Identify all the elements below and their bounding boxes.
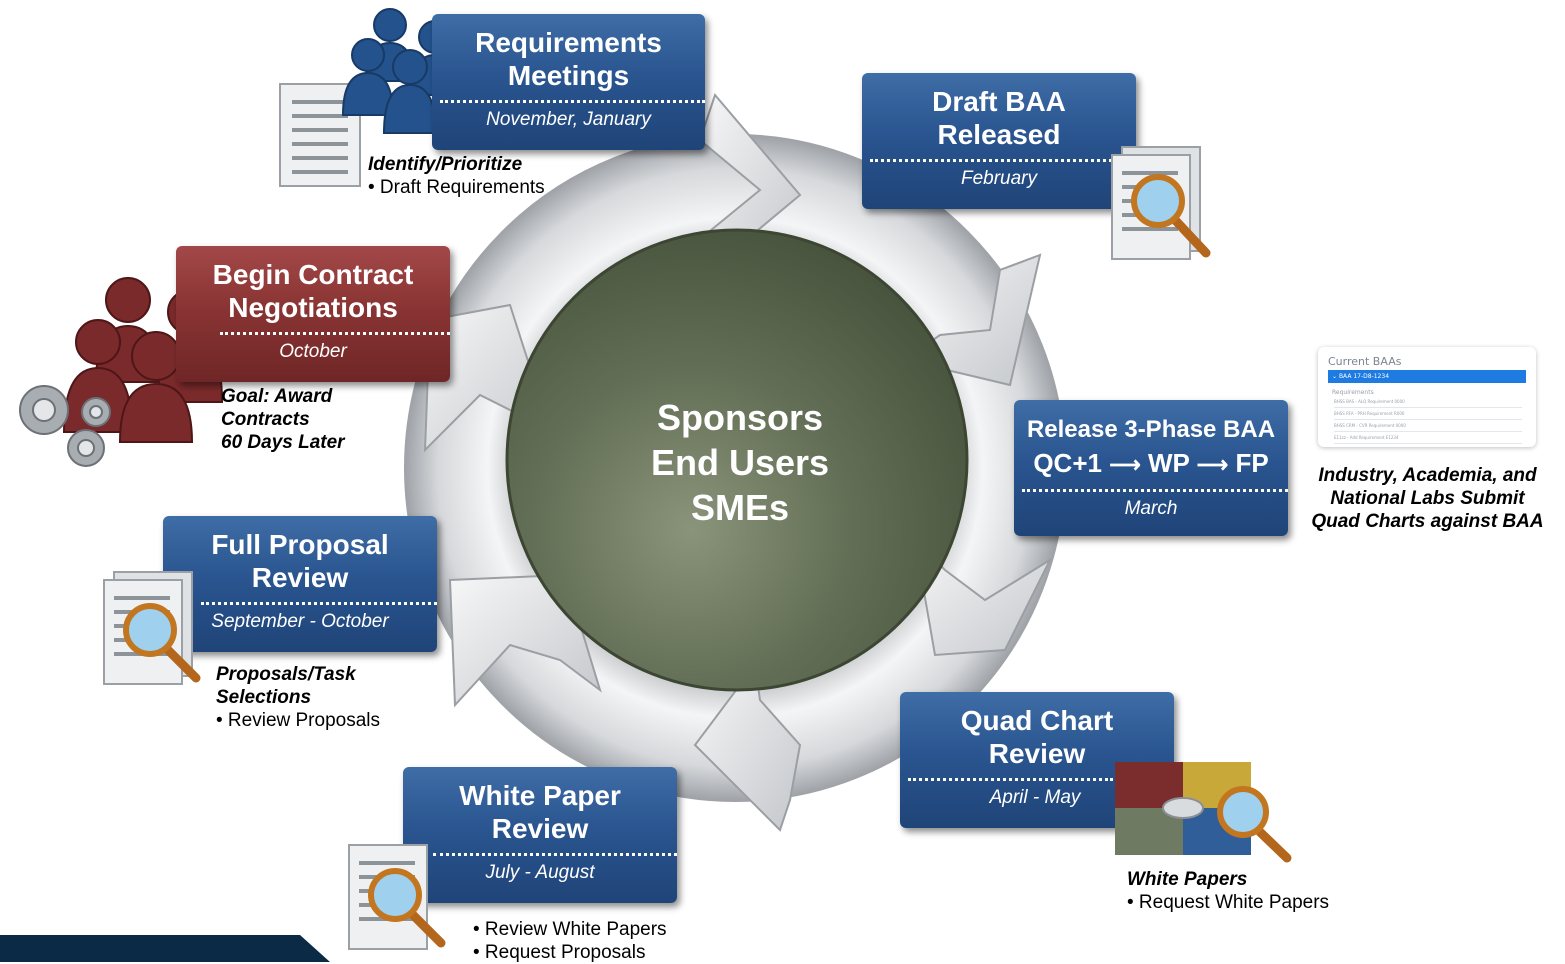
thumbnail-section: Requirements [1332, 389, 1374, 396]
release-title: Release 3-Phase BAA [1026, 416, 1276, 443]
goal-line-2: Contracts [221, 409, 310, 430]
quad-date: April - May [989, 787, 1081, 808]
step-begin-contract-negotiations: Begin Contract Negotiations October [176, 246, 450, 382]
arrow-right-icon: ⟶ [1109, 452, 1141, 477]
center-line-3: SMEs [690, 487, 790, 528]
draft-title-1: Draft BAA [932, 86, 1066, 117]
contract-date: October [279, 341, 347, 362]
thumbnail-row: E11zz - Add Requirement E1234 [1334, 435, 1522, 444]
white-title-2: Review [491, 813, 589, 844]
dotted-divider [908, 778, 1113, 781]
arrow-head-4 [693, 662, 802, 832]
release-phases: QC+1 ⟶ WP ⟶ FP [1014, 444, 1288, 479]
industry-line-2: National Labs Submit [1330, 488, 1525, 509]
dotted-divider [220, 332, 450, 335]
step-draft-baa: Draft BAA Released February [862, 73, 1136, 209]
dotted-divider [440, 100, 705, 103]
note-white-papers: • Review White Papers • Request Proposal… [473, 918, 667, 964]
industry-line-3: Quad Charts against BAA [1311, 511, 1544, 532]
note-goal: Goal: Award Contracts 60 Days Later [221, 385, 345, 454]
proposals-item: • Review Proposals [216, 710, 380, 731]
document-search-icon [348, 844, 446, 950]
step-requirements-meetings: Requirements Meetings November, January [432, 14, 705, 150]
thumbnail-header: Current BAAs [1328, 355, 1402, 368]
thumbnail-row: BHSS RFA - PRH Requirement R000 [1334, 411, 1522, 420]
thumbnail-row: BHSS BAS - ALQ Requirement 0000 [1334, 399, 1522, 408]
note-industry: Industry, Academia, and National Labs Su… [1300, 464, 1555, 533]
draft-date: February [960, 168, 1038, 189]
corner-decoration [0, 935, 330, 962]
quad-title-1: Quad Chart [960, 705, 1114, 736]
white-title-1: White Paper [459, 780, 621, 811]
quad-chart-icon [1115, 762, 1292, 863]
release-date: March [1124, 498, 1178, 519]
arrow-right-icon: ⟶ [1196, 452, 1229, 477]
requirements-title-1: Requirements [475, 27, 662, 58]
draft-title-2: Released [937, 119, 1061, 150]
phase-wp: WP [1148, 448, 1190, 478]
center-line-1: Sponsors [656, 397, 824, 438]
note-proposals: Proposals/Task Selections • Review Propo… [216, 663, 380, 732]
dotted-divider [201, 602, 437, 605]
full-date: September - October [211, 611, 389, 632]
identify-item: • Draft Requirements [368, 177, 545, 198]
goal-line-3: 60 Days Later [221, 432, 345, 453]
white-date: July - August [485, 862, 595, 883]
center-label: Sponsors End Users SMEs [560, 395, 920, 530]
identify-heading: Identify/Prioritize [368, 154, 523, 175]
center-line-2: End Users [650, 442, 830, 483]
full-title-2: Review [251, 562, 349, 593]
current-baas-thumbnail: Current BAAs ⌄ BAA 17-D8-1234 Requiremen… [1318, 347, 1536, 447]
phase-qc: QC+1 [1033, 448, 1102, 478]
quad-papers-heading: White Papers [1127, 869, 1248, 890]
quad-title-2: Review [988, 738, 1086, 769]
thumbnail-selected: ⌄ BAA 17-D8-1234 [1328, 370, 1526, 383]
thumbnail-row: BHSS CRM - CVR Requirement 0000 [1334, 423, 1522, 432]
industry-line-1: Industry, Academia, and [1318, 465, 1537, 486]
document-search-icon [1111, 146, 1211, 260]
step-release-baa: Release 3-Phase BAA QC+1 ⟶ WP ⟶ FP March [1014, 400, 1288, 536]
full-title-1: Full Proposal [211, 529, 389, 560]
requirements-title-2: Meetings [507, 60, 630, 91]
goal-line-1: Goal: Award [221, 386, 333, 407]
contract-title-1: Begin Contract [212, 259, 414, 290]
white-papers-item-1: • Review White Papers [473, 919, 667, 940]
requirements-date: November, January [486, 109, 651, 130]
phase-fp: FP [1235, 448, 1269, 478]
proposals-line-1: Proposals/Task [216, 664, 356, 685]
thumbnail-selected-label: BAA 17-D8-1234 [1338, 373, 1390, 380]
center-disc [505, 228, 969, 692]
step-full-proposal-review: Full Proposal Review September - October [163, 516, 437, 652]
dotted-divider [1022, 489, 1288, 492]
white-papers-item-2: • Request Proposals [473, 942, 646, 963]
note-identify: Identify/Prioritize • Draft Requirements [368, 153, 545, 199]
quad-papers-item: • Request White Papers [1127, 892, 1330, 913]
dotted-divider [433, 853, 677, 856]
contract-title-2: Negotiations [228, 292, 398, 323]
dotted-divider [870, 159, 1136, 162]
document-search-icon [103, 571, 201, 685]
note-quad-papers: White Papers • Request White Papers [1127, 868, 1329, 914]
step-white-paper-review: White Paper Review July - August [403, 767, 677, 903]
proposals-line-2: Selections [216, 687, 312, 708]
arrow-head-3 [913, 537, 1053, 657]
